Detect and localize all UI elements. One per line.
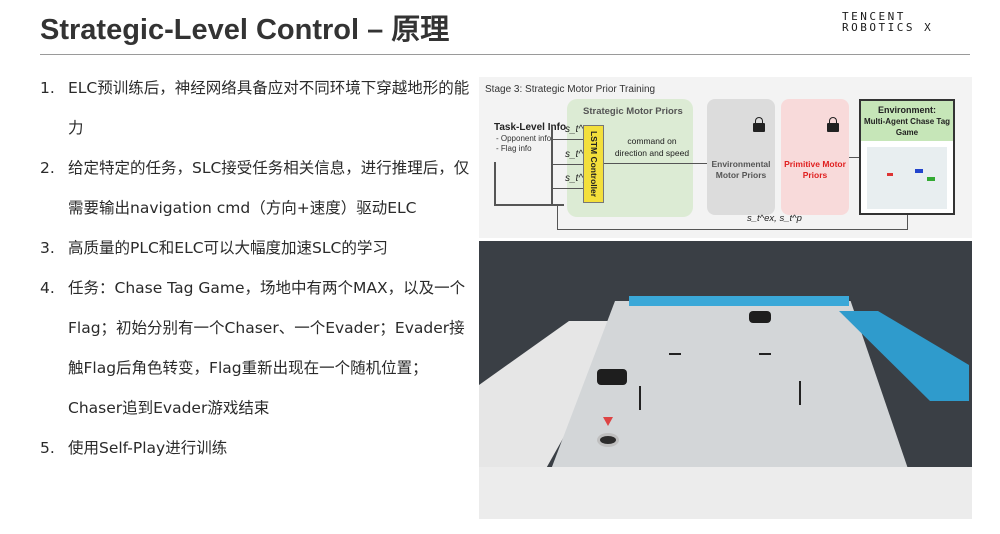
- tencent-robotics-logo: TENCENT ROBOTICS X: [842, 11, 982, 33]
- task-info-title: Task-Level Info: [494, 122, 567, 133]
- list-text: ELC预训练后，神经网络具备应对不同环境下穿越地形的能力: [68, 79, 470, 137]
- lstm-label: LSTM Controller: [588, 130, 599, 198]
- strategic-priors-title: Strategic Motor Priors: [583, 106, 683, 117]
- environmental-priors-label: Environmental Motor Priors: [711, 159, 771, 180]
- lstm-controller: LSTM Controller: [583, 125, 604, 203]
- list-item: 4. 任务：Chase Tag Game，场地中有两个MAX，以及一个Flag；初…: [40, 268, 470, 428]
- list-item: 3. 高质量的PLC和ELC可以大幅度加速SLC的学习: [40, 228, 470, 268]
- environmental-priors-box: Environmental Motor Priors: [707, 99, 775, 215]
- list-item: 1. ELC预训练后，神经网络具备应对不同环境下穿越地形的能力: [40, 68, 470, 148]
- environment-header: [861, 101, 953, 141]
- lock-icon: [827, 117, 839, 132]
- list-number: 4.: [40, 279, 55, 297]
- environment-box: Environment: Multi-Agent Chase Tag Game: [859, 99, 955, 215]
- arena-wall-top: [629, 296, 849, 306]
- environment-title: Environment:: [877, 105, 936, 115]
- robot-evader: [749, 311, 771, 323]
- list-number: 5.: [40, 439, 55, 457]
- logo-line-1: TENCENT: [842, 10, 906, 23]
- slide-title: Strategic-Level Control – 原理: [40, 14, 450, 46]
- flag-marker-icon: [603, 417, 613, 426]
- list-number: 2.: [40, 159, 55, 177]
- environment-label: Environment: Multi-Agent Chase Tag Game: [861, 105, 953, 138]
- command-label: command on direction and speed: [614, 136, 690, 158]
- primitive-priors-box: Primitive Motor Priors: [781, 99, 849, 215]
- task-info-items: - Opponent info - Flag info: [496, 134, 551, 154]
- title-divider: [40, 54, 970, 55]
- list-text: 高质量的PLC和ELC可以大幅度加速SLC的学习: [68, 239, 388, 257]
- list-text: 使用Self-Play进行训练: [68, 439, 228, 457]
- stage-label: Stage 3: Strategic Motor Prior Training: [485, 84, 656, 95]
- robot-chaser: [597, 369, 627, 385]
- arena-photo: [479, 241, 972, 519]
- list-item: 5. 使用Self-Play进行训练: [40, 428, 470, 468]
- task-item-opponent: - Opponent info: [496, 134, 552, 143]
- list-number: 1.: [40, 79, 55, 97]
- list-text: 任务：Chase Tag Game，场地中有两个MAX，以及一个Flag；初始分…: [68, 279, 466, 417]
- arena-thumbnail: [867, 147, 947, 209]
- list-item: 2. 给定特定的任务，SLC接受任务相关信息，进行推理后，仅需要输出navigat…: [40, 148, 470, 228]
- symbol-ex: s_t^ex: [565, 149, 594, 160]
- logo-line-2: ROBOTICS X: [842, 21, 934, 34]
- arena-wall-bottom: [479, 467, 972, 519]
- unlock-icon: [753, 117, 765, 132]
- symbol-p: s_t^p: [565, 173, 589, 184]
- training-diagram: Stage 3: Strategic Motor Prior Training …: [479, 77, 972, 238]
- flag-target-icon: [597, 433, 619, 447]
- content-list: 1. ELC预训练后，神经网络具备应对不同环境下穿越地形的能力 2. 给定特定的任务…: [40, 68, 470, 468]
- list-text: 给定特定的任务，SLC接受任务相关信息，进行推理后，仅需要输出navigatio…: [68, 159, 470, 217]
- list-number: 3.: [40, 239, 55, 257]
- environment-sub: Multi-Agent Chase Tag Game: [863, 117, 951, 137]
- task-item-flag: - Flag info: [496, 144, 532, 153]
- feedback-label: s_t^ex, s_t^p: [747, 213, 802, 224]
- primitive-priors-label: Primitive Motor Priors: [784, 159, 846, 180]
- symbol-task: s_t^ta: [565, 124, 592, 135]
